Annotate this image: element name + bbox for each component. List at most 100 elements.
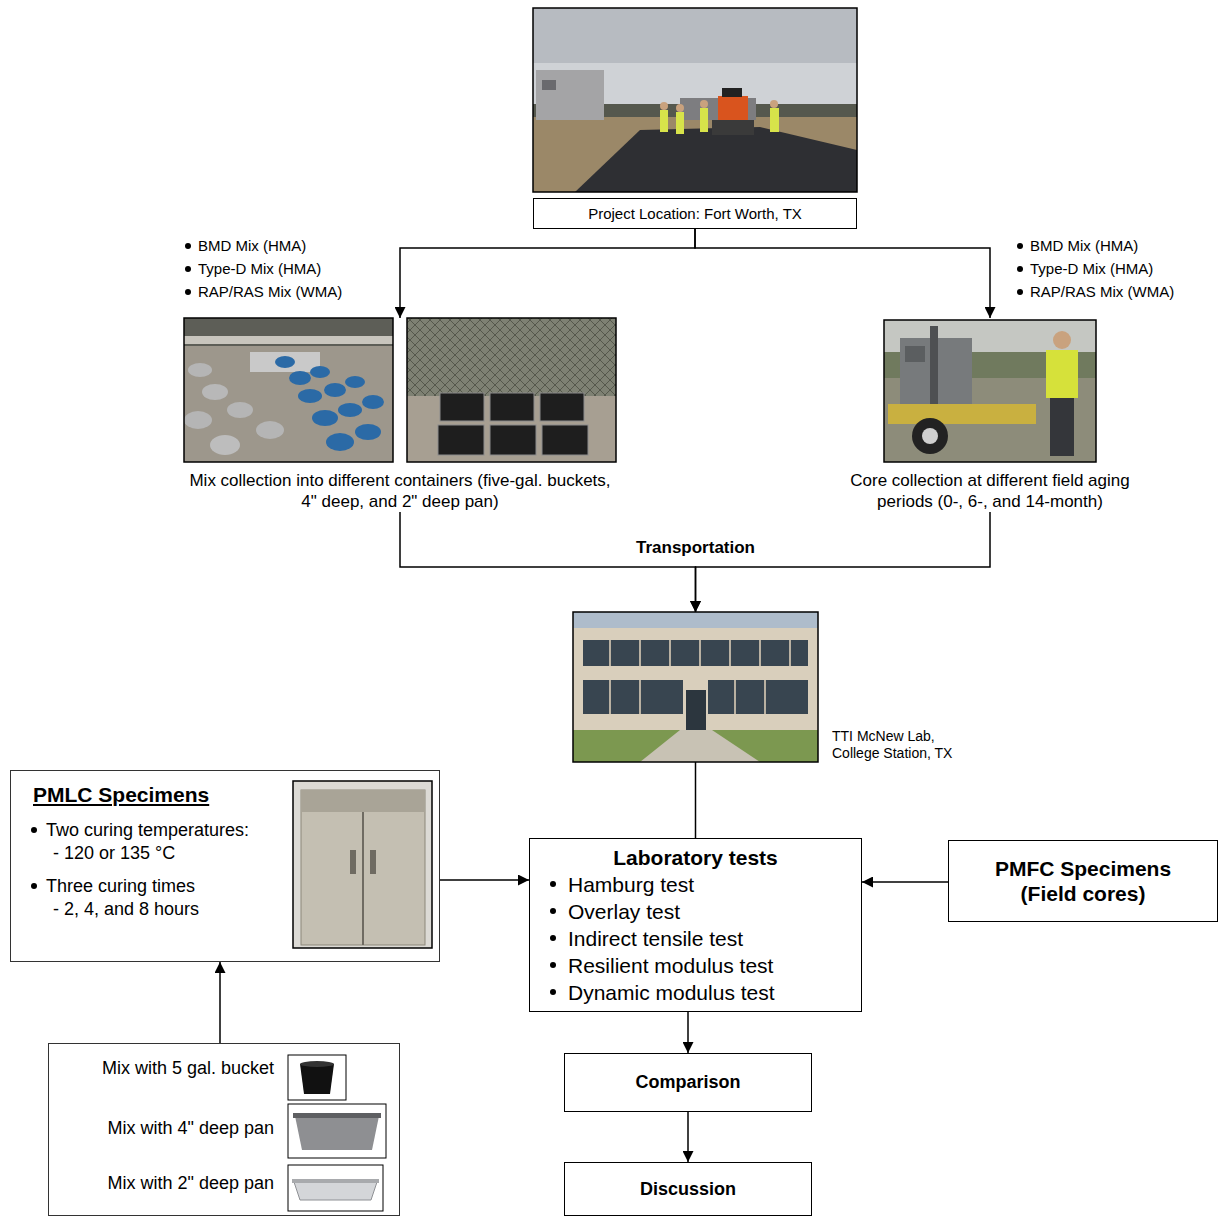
bullet-dot — [1017, 289, 1023, 295]
core-rig-photo — [912, 418, 948, 454]
pan-photo — [540, 393, 584, 421]
mix-type-bullet: BMD Mix (HMA) — [198, 237, 306, 254]
box-heading: PMLC Specimens — [33, 783, 439, 807]
bullet-dot — [550, 989, 556, 995]
bucket-photo — [326, 433, 354, 451]
bucket-photo — [312, 410, 338, 426]
core-rig-photo — [884, 320, 1096, 462]
flow-arrow — [687, 1112, 689, 1162]
core-rig-photo — [1046, 350, 1078, 398]
mix-type-bullet: RAP/RAS Mix (WMA) — [1030, 283, 1174, 300]
pmlc-box: PMLC SpecimensTwo curing temperatures:- … — [10, 770, 440, 962]
flow-arrow — [862, 881, 948, 883]
mix-type-bullet: RAP/RAS Mix (WMA) — [198, 283, 342, 300]
bullet-dot — [31, 883, 37, 889]
lab-building-photo — [573, 730, 818, 762]
lab-caption: TTI McNew Lab, College Station, TX — [832, 728, 982, 762]
core-rig-photo — [930, 326, 938, 406]
pan-photo — [407, 318, 616, 396]
bucket-photo — [298, 389, 322, 403]
bullet-item: Hamburg test — [530, 871, 861, 898]
deep-pan-icon — [295, 1116, 379, 1150]
shallow-pan-icon — [294, 1182, 377, 1200]
bullet-dot — [185, 289, 191, 295]
bucket-icon — [300, 1064, 334, 1094]
pan-photo — [407, 318, 616, 462]
oven-photo — [301, 790, 425, 812]
bucket-photo — [184, 336, 393, 344]
bucket-photo — [227, 402, 253, 418]
bullet-item: Two curing temperatures: — [11, 819, 439, 842]
location-caption: Project Location: Fort Worth, TX — [533, 198, 857, 229]
flow-arrow — [400, 229, 695, 318]
site-photo — [542, 80, 556, 90]
bullet-dot — [550, 935, 556, 941]
bullet-dot — [550, 962, 556, 968]
location-photo-box: Project Location: Fort Worth, TX — [533, 8, 857, 229]
core-collection-photo: Core collection at different field aging… — [835, 318, 1145, 512]
bucket-photo — [345, 376, 365, 388]
flow-arrow — [219, 962, 221, 1043]
site-photo — [536, 70, 604, 120]
pan-photo — [438, 425, 484, 455]
process-box: Comparison — [564, 1053, 812, 1112]
mix-type-bullet: Type-D Mix (HMA) — [1030, 260, 1153, 277]
lab-building-photo — [686, 690, 706, 730]
box-heading: PMFC Specimens (Field cores) — [965, 856, 1201, 906]
deep-pan-icon — [288, 1104, 386, 1158]
bullet-dot — [1017, 266, 1023, 272]
bucket-icon — [288, 1055, 346, 1100]
photo-caption: Mix collection into different containers… — [180, 470, 620, 512]
bucket-photo — [184, 318, 393, 346]
site-photo — [770, 108, 779, 132]
pan-photo — [542, 425, 588, 455]
oven-photo — [370, 850, 376, 874]
site-photo — [770, 100, 778, 108]
bucket-photo — [184, 318, 393, 462]
oven-photo — [362, 812, 364, 945]
core-rig-photo — [1050, 396, 1074, 456]
bucket-icon — [288, 1055, 346, 1100]
sub-item: - 120 or 135 °C — [11, 842, 439, 865]
site-photo — [533, 8, 857, 192]
pan-photo — [407, 318, 616, 462]
bullet-dot — [185, 266, 191, 272]
lab-building-photo — [573, 612, 818, 762]
sub-item: - 2, 4, and 8 hours — [11, 898, 439, 921]
bucket-photo — [355, 424, 381, 440]
oven-photo — [293, 781, 432, 948]
site-photo — [676, 104, 684, 112]
flow-arrow — [440, 879, 529, 881]
bullet-item: Resilient modulus test — [530, 952, 861, 979]
lab-building-photo — [583, 640, 808, 666]
flow-arrow — [695, 762, 697, 838]
bullet-item: Dynamic modulus test — [530, 979, 861, 1006]
oven-photo — [293, 781, 432, 948]
site-photo — [533, 117, 857, 192]
bullet-dot — [185, 243, 191, 249]
core-rig-photo — [884, 320, 1096, 462]
mix-type-bullet: BMD Mix (HMA) — [1030, 237, 1138, 254]
oven-photo — [293, 781, 432, 948]
pan-photo — [407, 318, 616, 462]
lab-building-photo — [708, 680, 808, 714]
bucket-photo — [184, 411, 212, 429]
bucket-photo — [210, 435, 240, 455]
core-rig-photo — [888, 404, 1036, 424]
lab-building-photo — [573, 612, 818, 762]
site-photo — [722, 88, 742, 97]
bucket-photo — [324, 383, 346, 397]
bucket-photo — [184, 318, 393, 462]
site-photo — [700, 108, 708, 132]
pan-photo — [440, 393, 484, 421]
site-photo — [533, 8, 857, 192]
flow-arrow — [687, 1012, 689, 1053]
container-label: Mix with 5 gal. bucket — [102, 1058, 274, 1079]
bucket-photo — [250, 352, 320, 372]
edge-label: Transportation — [632, 538, 759, 558]
bucket-photo — [289, 371, 311, 385]
site-photo — [533, 8, 857, 192]
lab-building-photo — [583, 680, 683, 714]
